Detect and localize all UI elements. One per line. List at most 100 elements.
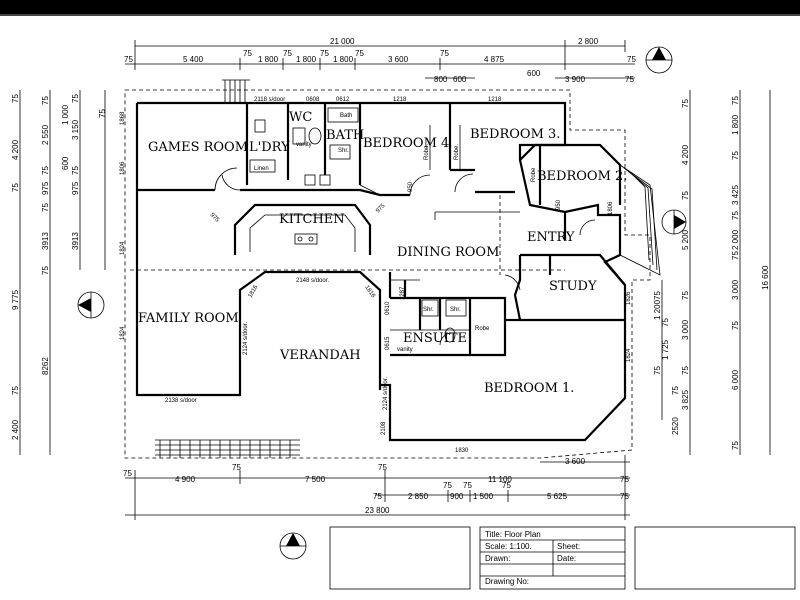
dim-i1824a: 1824 (120, 241, 126, 255)
label-dining-room: DINING ROOM (397, 245, 499, 260)
label-study: STUDY (549, 279, 597, 294)
dim-rs1725: 1 725 (661, 339, 670, 360)
dim-i1826: 1826 (626, 291, 632, 305)
top-dimensions: 21 000 2 800 75 5 400 75 1 800 75 1 800 … (124, 37, 636, 84)
dim-li75b: 75 (41, 166, 50, 175)
label-family-room: FAMILY ROOM (138, 311, 239, 326)
dim-li8262: 8262 (41, 357, 50, 375)
dim-rr75d: 75 (731, 251, 740, 260)
label-vanity: vanity (296, 142, 312, 148)
dim-rs1200: 1 200 (653, 299, 662, 320)
dim-right-extra: 2 800 (578, 37, 599, 46)
dim-i2108: 2108 (381, 421, 387, 435)
top-edge-band (0, 0, 800, 14)
dim-i975b: 975 (375, 203, 387, 215)
dim-right-total: 16 600 (761, 265, 770, 290)
bottom-section-arrow-icon (279, 532, 307, 560)
dim-t75f: 75 (440, 49, 449, 58)
dim-t3600: 3 600 (388, 55, 409, 64)
dim-i1830: 1830 (455, 448, 469, 454)
right-dimensions: 75 4 200 75 5 200 75 3 000 75 3 825 75 2… (653, 90, 771, 455)
dim-i1806: 1806 (120, 161, 126, 175)
label-entry: ENTRY (527, 230, 575, 245)
fixture-labels: Linen vanity vanity Shr. Shr. Shr. Robe … (254, 113, 537, 353)
dim-lj3913: 3913 (71, 232, 80, 250)
title-block-drawn: Drawn: (485, 554, 510, 563)
label-bedroom4: BEDROOM 4 (363, 136, 449, 151)
label-bath-small: Bath (340, 113, 352, 119)
dim-i2148: 2148 s/door. (296, 278, 329, 284)
dim-i2118: 2118 s/door (254, 97, 285, 103)
label-shr: Shr. (338, 148, 349, 154)
dim-r75a: 75 (681, 99, 690, 108)
dim-b75a: 75 (123, 469, 132, 478)
label-robe2: Robe. (424, 144, 430, 160)
building-outline (124, 89, 651, 459)
dim-i1218b: 1218 (488, 97, 502, 103)
dim-rr75b: 75 (731, 151, 740, 160)
dim-t75c: 75 (283, 49, 292, 58)
dim-li975: 975 (41, 181, 50, 195)
interior-dimensions: 2118 s/door 0608 0612 1218 1218 2148 s/d… (120, 97, 632, 454)
title-block-sheet: Sheet: (557, 542, 580, 551)
dim-i1824c: 1824 (626, 348, 632, 362)
verandah-steps (155, 79, 300, 458)
dim-b7500: 7 500 (305, 475, 326, 484)
dim-rr75e: 75 (731, 321, 740, 330)
title-block: Title: Floor Plan Scale: 1:100. Sheet: D… (329, 526, 796, 590)
dim-t800: 800 (434, 75, 448, 84)
dim-i975a: 975 (209, 212, 221, 224)
dim-bb1500: 1 500 (473, 492, 494, 501)
dim-bottom-overall: 23 800 (365, 506, 390, 515)
dim-bb75d: 75 (502, 481, 511, 490)
dim-r3000: 3 000 (681, 319, 690, 340)
dim-lj75b: 75 (71, 166, 80, 175)
dim-i1287: 1287 (400, 286, 406, 300)
dim-rs75b: 75 (661, 318, 670, 327)
dim-rr3425: 3 425 (731, 184, 740, 205)
dim-t75h: 75 (625, 75, 634, 84)
dim-r75c: 75 (681, 291, 690, 300)
dim-r4200: 4 200 (681, 144, 690, 165)
dim-i2124a: 2124 s/door. (243, 322, 249, 355)
dim-lk600: 600 (61, 156, 70, 170)
dim-li3913: 3913 (41, 232, 50, 250)
label-wc: WC (289, 110, 312, 125)
label-bedroom1: BEDROOM 1. (484, 381, 574, 396)
north-arrow-icon (645, 46, 673, 74)
dim-lm75: 75 (98, 109, 107, 118)
label-ensuite: ENSUITE (403, 331, 467, 346)
dim-i950a: 950 (408, 181, 414, 192)
label-verandah: VERANDAH (279, 348, 361, 363)
dim-t75e: 75 (355, 49, 364, 58)
dim-bb2850: 2 850 (408, 492, 429, 501)
label-shr2: Shr. (423, 307, 434, 313)
dim-l75c: 75 (11, 386, 20, 395)
dim-b4900: 4 900 (175, 475, 196, 484)
title-block-scale: Scale: 1:100. (485, 542, 532, 551)
dim-r75e: 75 (671, 386, 680, 395)
label-bath: BATH (326, 128, 364, 143)
dim-i0612: 0612 (336, 97, 350, 103)
dim-i1816b: 1816 (363, 285, 376, 300)
dim-rr6000: 6 000 (731, 369, 740, 390)
dim-b75c: 75 (378, 463, 387, 472)
dim-r3825: 3 825 (681, 389, 690, 410)
dim-t75d: 75 (320, 49, 329, 58)
dim-i1868: 1868 (120, 111, 126, 125)
left-section-arrow-icon (77, 291, 105, 319)
dim-li75c: 75 (41, 203, 50, 212)
dim-t75b: 75 (243, 49, 252, 58)
dim-bb75c: 75 (463, 481, 472, 490)
dim-overall-top: 21 000 (330, 37, 355, 46)
dim-lj75a: 75 (71, 94, 80, 103)
right-section-arrow-icon (661, 209, 687, 235)
title-block-drawing-no: Drawing No: (485, 577, 529, 586)
dim-lj975: 975 (71, 181, 80, 195)
dim-r2520: 2520 (671, 417, 680, 435)
dim-i1218a: 1218 (393, 97, 407, 103)
dim-lk1000: 1 000 (61, 104, 70, 125)
dim-t600a: 600 (453, 75, 467, 84)
dim-rr75f: 75 (731, 441, 740, 450)
